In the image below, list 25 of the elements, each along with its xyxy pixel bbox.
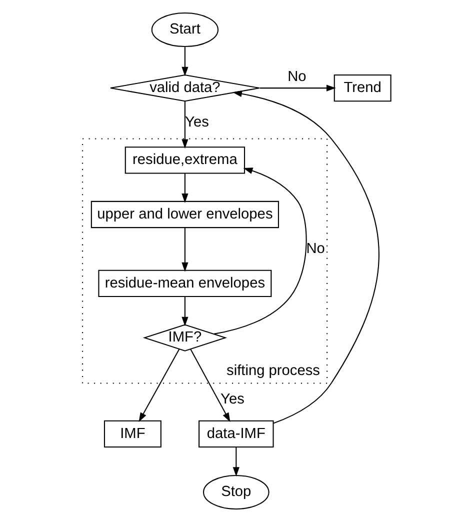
edge-label: No	[306, 240, 325, 257]
arrow	[214, 168, 307, 334]
arrow	[182, 173, 188, 203]
edge-label: Yes	[220, 391, 244, 408]
arrow	[182, 47, 188, 76]
node-box: upper and lower envelopes	[90, 200, 279, 228]
arrow	[190, 349, 230, 422]
node-box: residue-mean envelopes	[98, 270, 272, 298]
arrow	[232, 447, 240, 477]
edge-label: Yes	[185, 114, 209, 130]
edge-label: No	[288, 68, 306, 85]
arrow	[182, 228, 188, 272]
node-diamond: IMF?	[142, 324, 228, 352]
arrow	[260, 84, 336, 92]
node-box: residue,extrema	[124, 146, 246, 174]
node-box: Trend	[334, 74, 392, 102]
node-box: IMF	[104, 420, 162, 448]
arrow	[138, 349, 180, 422]
arrow	[182, 101, 188, 149]
arrow	[182, 296, 188, 326]
node-ellipse: Stop	[203, 474, 270, 510]
node-diamond: valid data?	[110, 74, 260, 102]
node-box: data-IMF	[198, 420, 274, 448]
arrow	[232, 90, 380, 424]
node-ellipse: Start	[151, 12, 219, 48]
